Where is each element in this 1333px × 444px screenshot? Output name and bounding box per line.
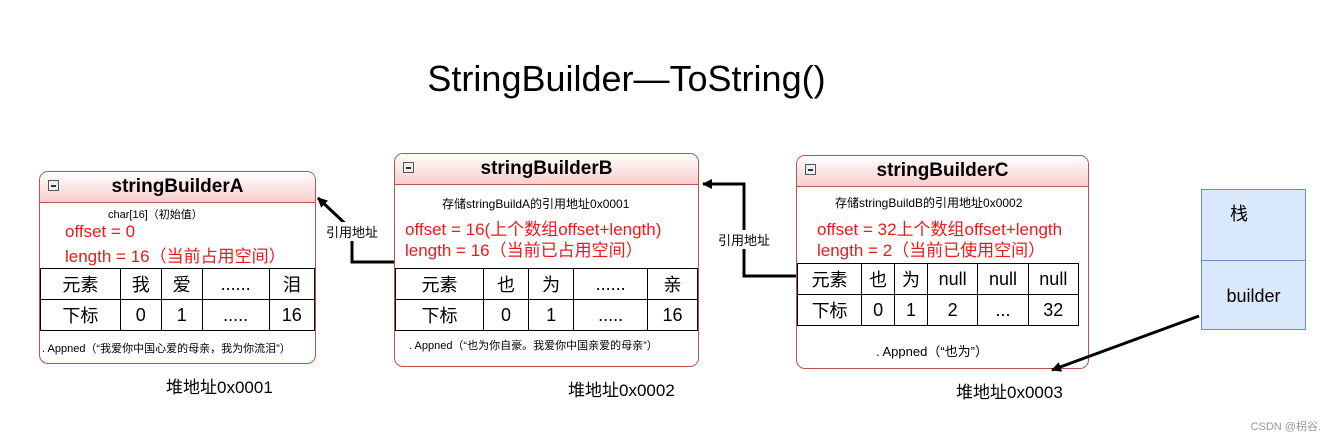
table-cell: null: [977, 263, 1029, 295]
edge-label-c-to-b: 引用地址: [718, 230, 771, 249]
table-cell: 下标: [395, 299, 484, 331]
append-text: . Appned（“我爱你中国心爱的母亲，我为你流泪”）: [42, 343, 291, 355]
table-cell: 下标: [40, 299, 121, 331]
stack-divider: [1202, 260, 1305, 261]
table-cell: 泪: [268, 268, 315, 300]
collapse-icon[interactable]: [48, 180, 59, 191]
edge-b-to-a: [316, 196, 394, 264]
node-title: stringBuilderB: [480, 158, 613, 179]
node-stringbuilderc[interactable]: stringBuilderC 存储stringBuildB的引用地址0x0002…: [796, 155, 1089, 369]
table-cell: ...: [977, 294, 1029, 326]
node-stringbuildera[interactable]: stringBuilderA char[16]（初始值） offset = 0 …: [39, 171, 316, 364]
table-row: 下标 0 1 2 ... 32: [797, 294, 1080, 326]
stack-title: 栈: [1230, 204, 1248, 224]
table-cell: 2: [927, 294, 979, 326]
append-text: . Appned（“也为”）: [876, 344, 988, 359]
table-row: 下标 0 1 ..... 16: [395, 299, 698, 331]
node-header: stringBuilderC: [797, 156, 1088, 187]
node-header: stringBuilderA: [40, 172, 315, 203]
table-cell: 元素: [395, 268, 484, 300]
table-cell: 16: [646, 299, 698, 331]
table-row: 元素 我 爱 ...... 泪: [40, 268, 315, 300]
table-cell: 32: [1027, 294, 1080, 326]
table-cell: 0: [861, 294, 896, 326]
stack-item-builder: builder: [1226, 286, 1281, 306]
diagram-title: StringBuilder—ToString(): [427, 58, 826, 99]
node-stringbuilderb[interactable]: stringBuilderB 存储stringBuildA的引用地址0x0001…: [394, 153, 699, 367]
array-table: 元素 也 为 null null null 下标 0 1 2 ... 32: [797, 263, 1080, 326]
array-table: 元素 也 为 ...... 亲 下标 0 1 ..... 16: [395, 268, 698, 331]
collapse-icon[interactable]: [403, 162, 414, 173]
length-text: length = 16（当前已占用空间）: [405, 241, 643, 260]
array-table: 元素 我 爱 ...... 泪 下标 0 1 ..... 16: [40, 268, 315, 331]
edge-label-b-to-a: 引用地址: [326, 222, 379, 241]
node-header: stringBuilderB: [395, 154, 698, 185]
table-cell: 1: [160, 299, 203, 331]
node-note: 存储stringBuildA的引用地址0x0001: [442, 197, 630, 211]
table-cell: 1: [528, 299, 575, 331]
table-cell: 16: [268, 299, 315, 331]
heap-address-c: 堆地址0x0003: [956, 383, 1063, 402]
node-note: char[16]（初始值）: [108, 209, 203, 221]
node-title: stringBuilderA: [111, 176, 244, 197]
length-text: length = 2（当前已使用空间）: [817, 241, 1046, 260]
edge-stack-to-c: [1051, 314, 1200, 372]
table-cell: 爱: [160, 268, 203, 300]
offset-text: offset = 16(上个数组offset+length): [405, 220, 662, 239]
watermark: CSDN @枴谷.: [1250, 421, 1321, 433]
node-title: stringBuilderC: [876, 160, 1009, 181]
offset-text: offset = 0: [65, 222, 136, 241]
table-cell: .....: [201, 299, 270, 331]
table-cell: 0: [119, 299, 162, 331]
table-cell: 为: [528, 268, 575, 300]
table-row: 下标 0 1 ..... 16: [40, 299, 315, 331]
table-row: 元素 也 为 null null null: [797, 263, 1080, 295]
offset-text: offset = 32上个数组offset+length: [817, 220, 1063, 239]
table-cell: null: [1027, 263, 1080, 295]
node-note: 存储stringBuildB的引用地址0x0002: [835, 196, 1023, 210]
append-text: . Appned（“也为你自豪。我爱你中国亲爱的母亲”）: [409, 340, 658, 352]
heap-address-a: 堆地址0x0001: [166, 378, 273, 397]
table-cell: 下标: [797, 294, 863, 326]
length-text: length = 16（当前占用空间）: [65, 247, 286, 266]
collapse-icon[interactable]: [805, 164, 816, 175]
stack-box[interactable]: 栈 builder: [1201, 189, 1306, 330]
heap-address-b: 堆地址0x0002: [568, 381, 675, 400]
